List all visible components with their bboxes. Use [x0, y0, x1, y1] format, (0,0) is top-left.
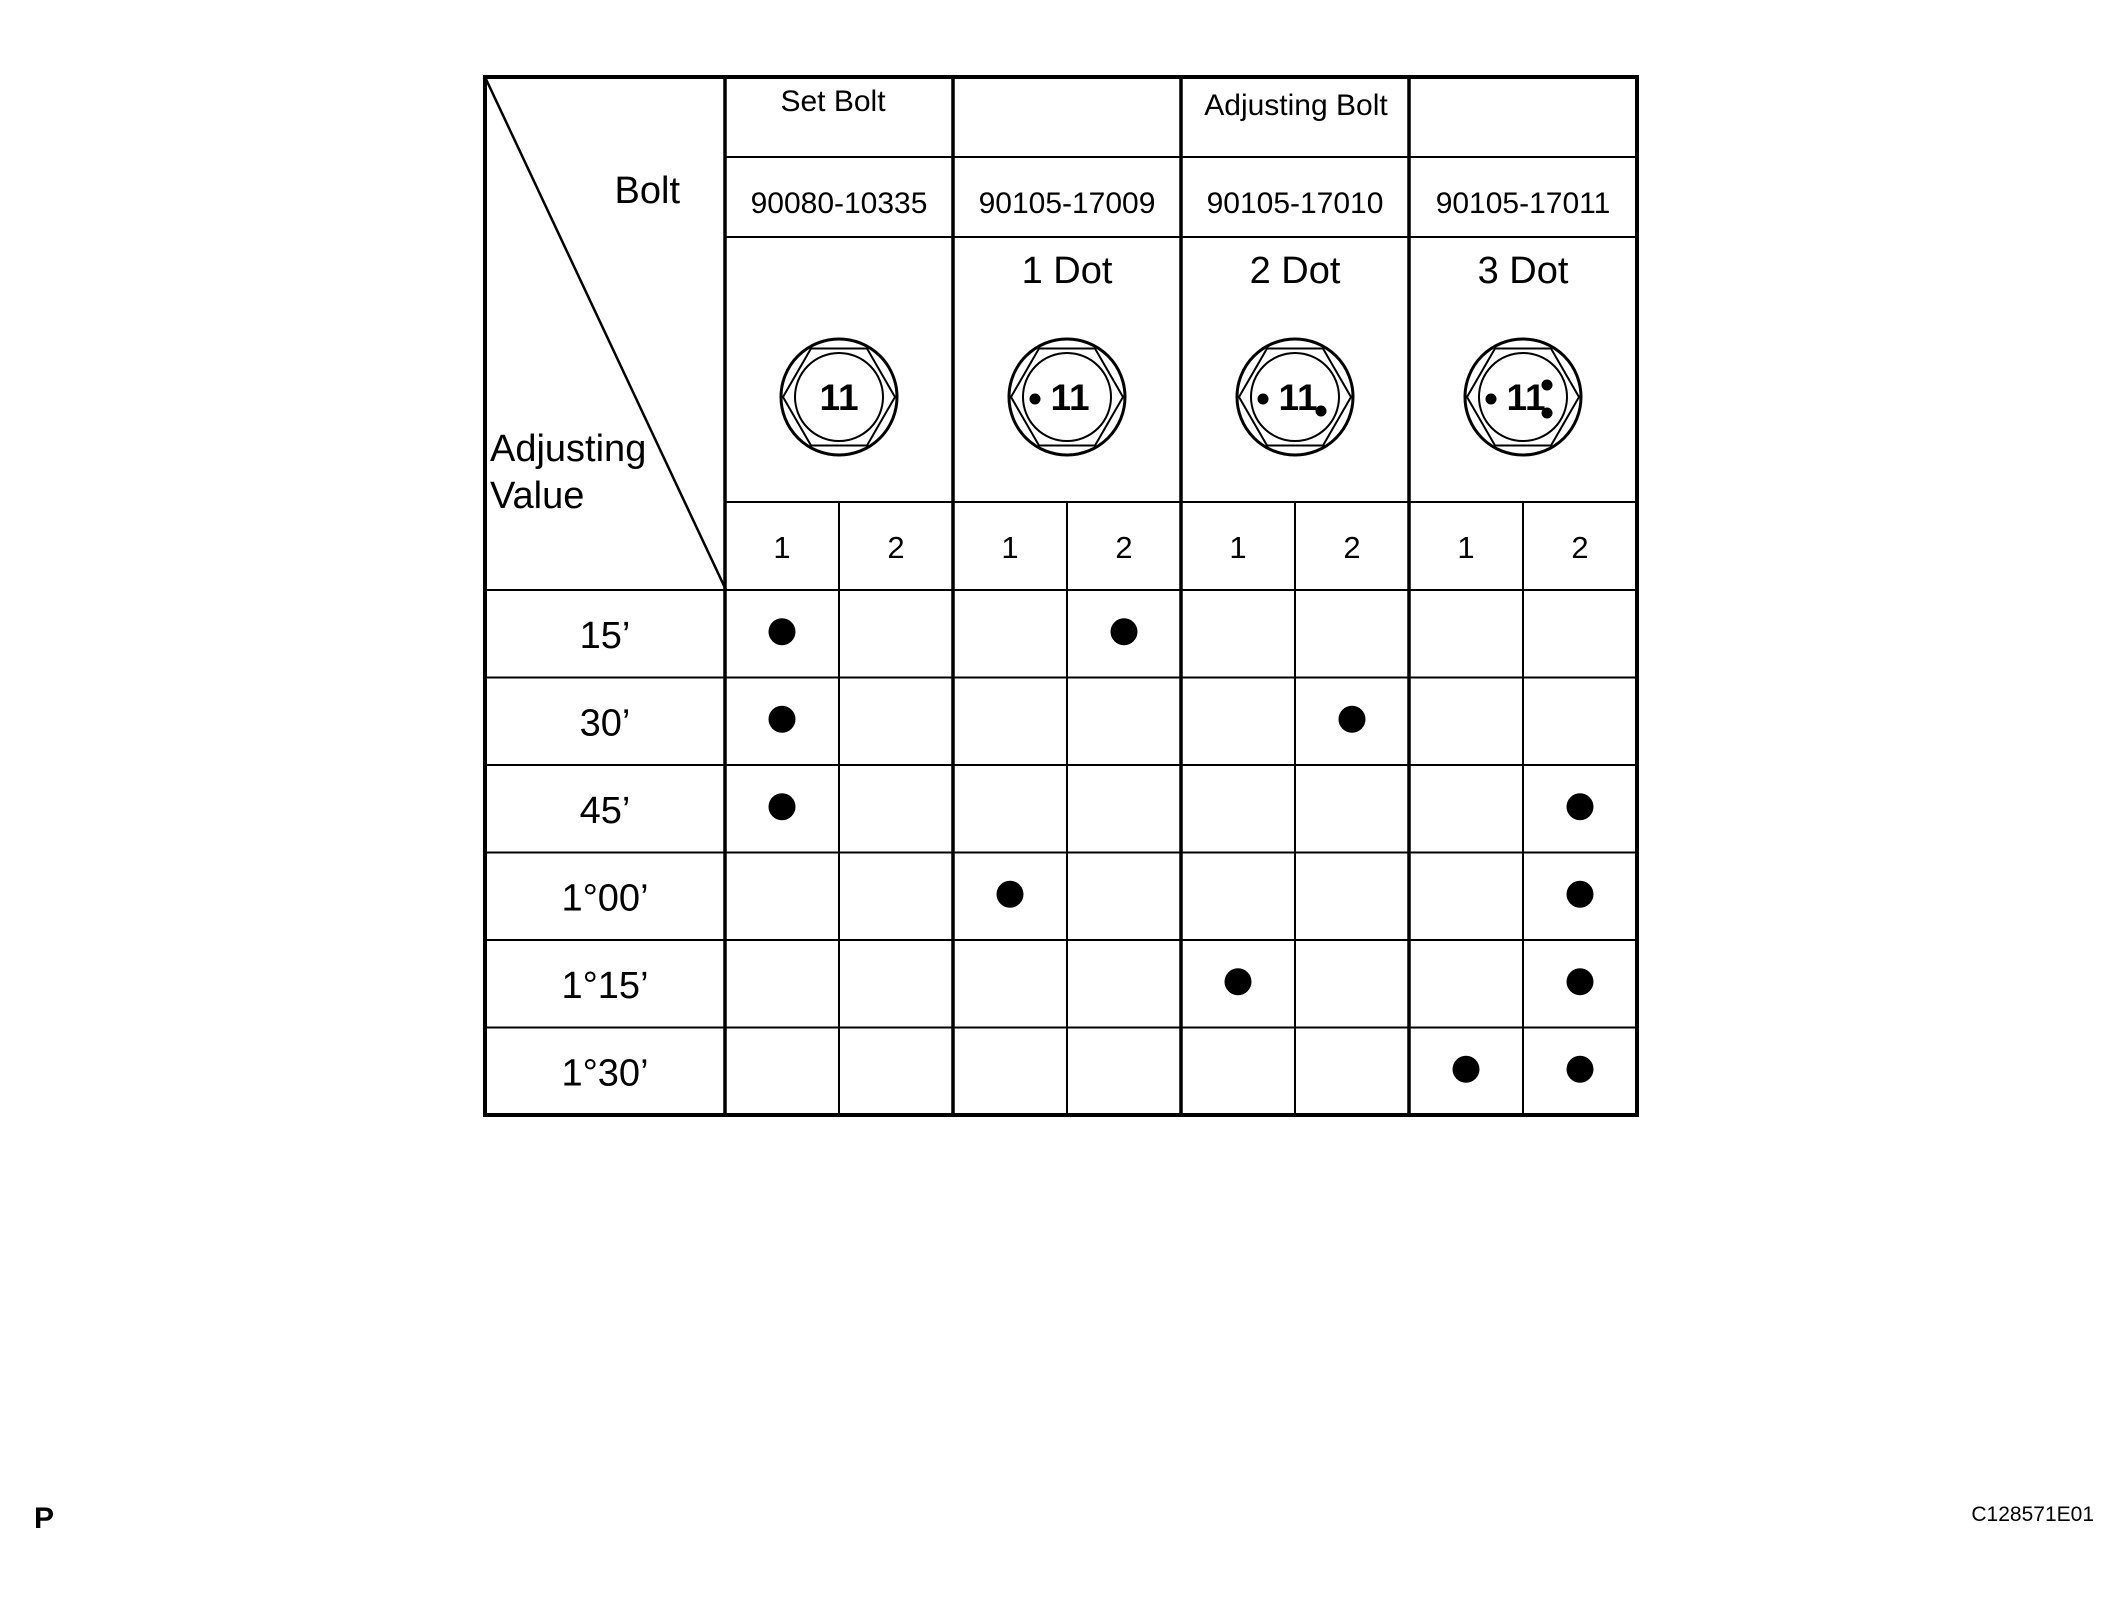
- position-label: 2: [1343, 530, 1360, 565]
- bolt-columns: 90080-10335 11 90105-17009 1 Dot 11 90105-170…: [751, 187, 1611, 457]
- table-row: 30’: [580, 702, 1366, 744]
- position-label: 2: [887, 530, 904, 565]
- adjusting-value-label: 15’: [580, 615, 631, 657]
- bolt-part-number: 90105-17009: [979, 187, 1156, 220]
- corner-value-label: Value: [490, 475, 584, 517]
- position-label: 1: [1229, 530, 1246, 565]
- adjusting-value-label: 30’: [580, 702, 631, 744]
- selection-mark: [1566, 1055, 1594, 1083]
- selection-mark: [1338, 705, 1366, 733]
- selection-mark: [1566, 793, 1594, 821]
- table-row: 15’: [580, 615, 1138, 657]
- adjusting-value-label: 1°00’: [561, 877, 648, 919]
- position-label: 1: [1457, 530, 1474, 565]
- selection-mark: [1566, 880, 1594, 908]
- selection-mark: [768, 793, 796, 821]
- bolt-part-number: 90105-17011: [1436, 187, 1611, 220]
- bolt-head-icon: 11: [1463, 337, 1583, 457]
- bolt-head-icon: 11: [1007, 337, 1127, 457]
- bolt-dot-label: 2 Dot: [1250, 250, 1341, 292]
- bolt-part-number: 90105-17010: [1207, 187, 1384, 220]
- table-grid: [483, 75, 1639, 1117]
- bolt-head-number: 11: [819, 377, 858, 418]
- table-outer-border: [483, 75, 1639, 1117]
- bolt-head-number: 11: [1506, 377, 1545, 418]
- bolt-dot-label: 3 Dot: [1478, 250, 1569, 292]
- table-header: Bolt Adjusting Value Set Bolt Adjusting …: [483, 76, 1388, 591]
- corner-adjusting-label: Adjusting: [490, 428, 646, 470]
- position-header-row: 1 2 1 2 1 2 1 2: [773, 530, 1588, 565]
- bolt-head-dot: [1029, 393, 1041, 405]
- bolt-head-number: 11: [1278, 377, 1317, 418]
- position-label: 1: [773, 530, 790, 565]
- position-label: 2: [1571, 530, 1588, 565]
- adjusting-value-label: 1°30’: [561, 1052, 648, 1094]
- corner-bolt-label: Bolt: [615, 170, 681, 212]
- bolt-head-icon: 11: [1235, 337, 1355, 457]
- selection-mark: [1224, 968, 1252, 996]
- bolt-head-number: 11: [1050, 377, 1089, 418]
- figure-id: C128571E01: [1971, 1503, 2094, 1526]
- adjusting-value-rows: 15’ 30’ 45’ 1°00’ 1°15’ 1°30’: [561, 615, 1594, 1094]
- bolt-head-dot: [1315, 405, 1327, 417]
- selection-mark: [1110, 618, 1138, 646]
- table-row: 45’: [580, 790, 1594, 832]
- bolt-head-dot: [1257, 393, 1269, 405]
- selection-mark: [1566, 968, 1594, 996]
- position-label: 2: [1115, 530, 1132, 565]
- bolt-head-icon: 11: [779, 337, 899, 457]
- page-letter: P: [34, 1502, 55, 1535]
- bolt-head-dot: [1541, 407, 1553, 419]
- bolt-head-dot: [1485, 393, 1497, 405]
- bolt-part-number: 90080-10335: [751, 187, 928, 220]
- set-bolt-header: Set Bolt: [780, 85, 886, 118]
- adjusting-value-label: 45’: [580, 790, 631, 832]
- selection-mark: [1452, 1055, 1480, 1083]
- table-row: 1°00’: [561, 877, 1594, 919]
- adjusting-bolt-header: Adjusting Bolt: [1204, 89, 1388, 122]
- table-row: 1°30’: [561, 1052, 1594, 1094]
- selection-mark: [996, 880, 1024, 908]
- bolt-dot-label: 1 Dot: [1022, 250, 1113, 292]
- selection-mark: [768, 618, 796, 646]
- table-row: 1°15’: [561, 965, 1594, 1007]
- corner-diagonal: [483, 76, 728, 591]
- bolt-head-dot: [1541, 379, 1553, 391]
- selection-mark: [768, 705, 796, 733]
- position-label: 1: [1001, 530, 1018, 565]
- adjusting-value-label: 1°15’: [561, 965, 648, 1007]
